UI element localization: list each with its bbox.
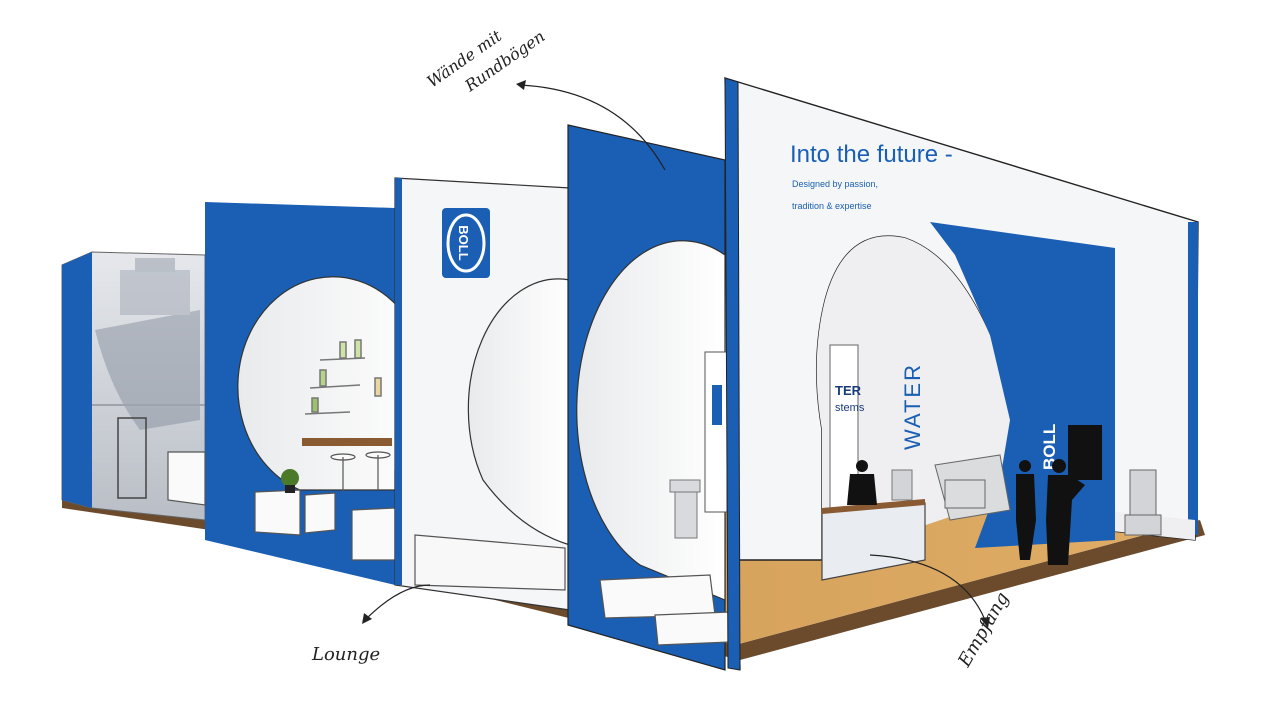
water-systems-sign-line1: TER <box>835 383 862 398</box>
lounge-shelves <box>304 339 382 415</box>
annotation-lounge: Lounge <box>311 584 431 665</box>
lounge-sofa <box>414 534 566 591</box>
valve-display-right <box>1124 469 1162 536</box>
water-systems-banner <box>704 351 728 513</box>
lounge-furniture <box>167 451 396 561</box>
pump-machine <box>934 454 1011 521</box>
headline-line2: tradition & expertise <box>792 201 872 211</box>
people-silhouettes <box>847 459 1085 565</box>
lounge-bar-counter <box>302 438 392 446</box>
water-wall-text: WATER <box>900 363 925 450</box>
water-systems-sign-line2: stems <box>835 402 865 414</box>
ship-image <box>92 258 205 430</box>
annotation-reception-text: Empfang <box>954 589 1014 672</box>
svg-text:BOLL: BOLL <box>456 225 471 260</box>
headline-title: Into the future - <box>790 141 953 168</box>
headline-line1: Designed by passion, <box>792 179 878 189</box>
valve-display-center <box>891 469 913 501</box>
plant <box>281 469 299 487</box>
pillar-arch-opening <box>467 278 571 546</box>
boll-side-logo: BOLL <box>1040 424 1059 470</box>
annotation-lounge-text: Lounge <box>311 644 380 665</box>
valve-display-left <box>669 479 701 539</box>
boll-logo-icon: BOLL <box>442 208 490 278</box>
display-screen <box>1068 425 1102 480</box>
